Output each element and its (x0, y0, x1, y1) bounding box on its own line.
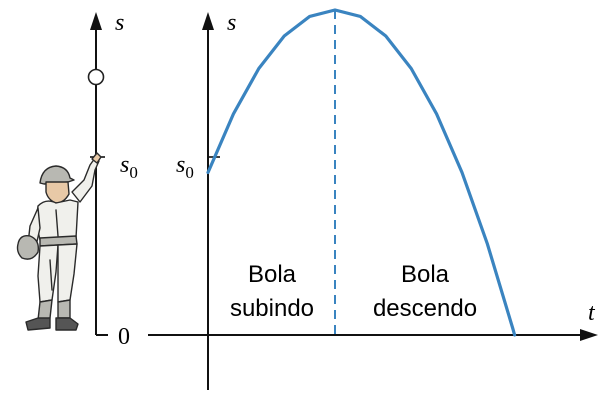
player-left-sock (37, 299, 53, 321)
player-face (45, 181, 70, 204)
x-axis-arrow-icon (580, 329, 598, 341)
player-pants-fold (49, 259, 53, 291)
graph: t s s0 Bola subindo Bola descendo (148, 8, 598, 390)
left-zero-label: 0 (118, 324, 130, 350)
rising-label-line1: Bola (248, 261, 297, 288)
player-hand (91, 152, 102, 164)
ball-icon (87, 68, 105, 86)
rising-label-line2: subindo (230, 295, 314, 322)
player-right-sock (57, 299, 71, 319)
player-shirt-seam (55, 209, 59, 237)
player-right-shoe (55, 317, 79, 331)
player-raised-arm (71, 157, 100, 203)
left-s0-label: s0 (120, 152, 138, 182)
falling-label-line2: descendo (373, 295, 477, 322)
x-axis-label: t (588, 300, 596, 326)
position-curve (206, 8, 517, 337)
y-axis-arrow-icon (202, 12, 214, 30)
baseball-player-figure (16, 152, 102, 331)
player-left-shoe (25, 317, 51, 331)
left-axis-label: s (115, 10, 124, 36)
player-cap (39, 165, 75, 185)
falling-label-line1: Bola (401, 261, 450, 288)
y-axis-label: s (227, 10, 236, 36)
left-position-axis: s s0 0 (87, 10, 138, 350)
player-left-leg (37, 244, 59, 303)
player-right-leg (57, 243, 78, 303)
graph-s0-label: s0 (176, 152, 194, 182)
left-axis-arrow-icon (90, 12, 102, 30)
baseball-glove-icon (16, 234, 40, 260)
